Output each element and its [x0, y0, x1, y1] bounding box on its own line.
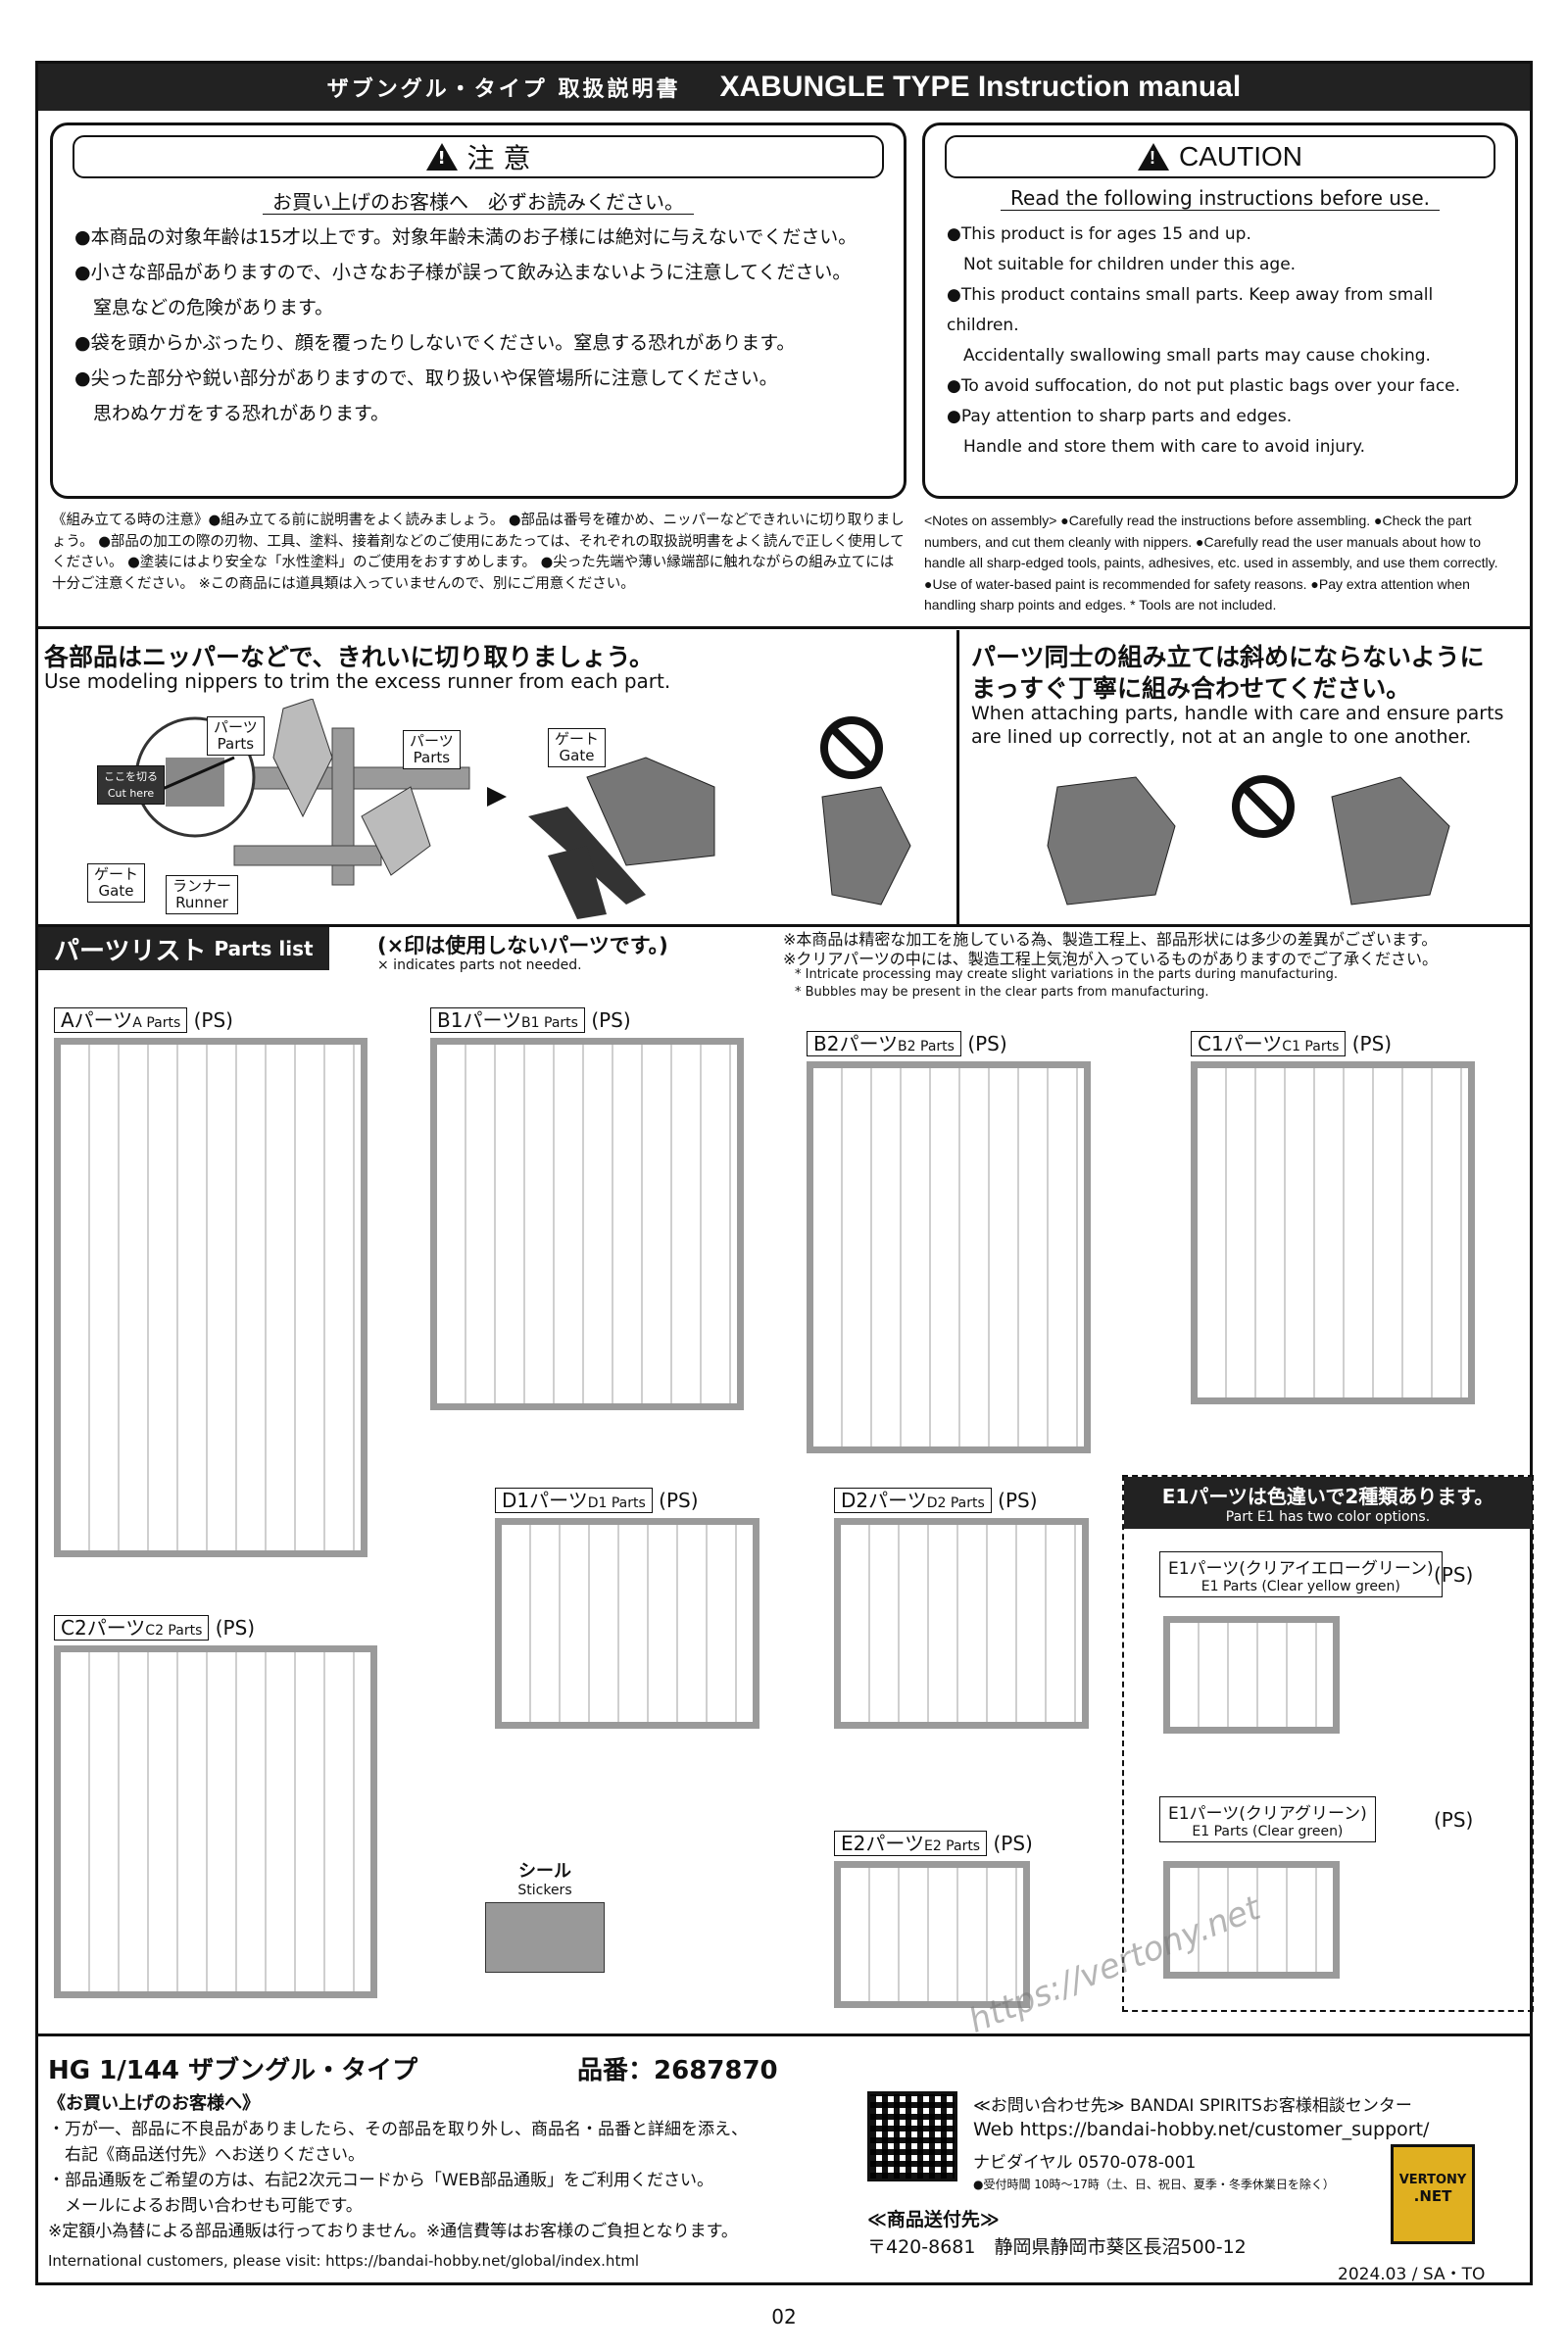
- caution-sub-en: Read the following instructions before u…: [1000, 186, 1441, 211]
- qr-code[interactable]: [867, 2091, 957, 2181]
- footer-notes: ・万が一、部品に不良品がありましたら、その部品を取り外し、商品名・品番と詳細を添…: [48, 2120, 748, 2241]
- angle-title-en-1: When attaching parts, handle with care a…: [971, 703, 1504, 724]
- e1-option-1-label: E1パーツ(クリアイエローグリーン) E1 Parts (Clear yello…: [1159, 1551, 1443, 1597]
- phone-number: ナビダイヤル 0570-078-001: [973, 2153, 1197, 2173]
- to-customers: 《お買い上げのお客様へ》: [48, 2093, 260, 2114]
- assembly-notes-en: <Notes on assembly> ●Carefully read the …: [924, 513, 1498, 612]
- angle-panel: パーツ同士の組み立ては斜めにならないように まっすぐ丁寧に組み合わせてください。…: [959, 630, 1530, 924]
- product-name: HG 1/144 ザブングル・タイプ: [48, 2056, 418, 2085]
- angle-illustration: [1047, 775, 1450, 906]
- runner-frame: [1191, 1061, 1475, 1404]
- caution-sub-jp: お買い上げのお客様へ 必ずお読みください。: [263, 190, 694, 215]
- parts-note-jp-1: ※本商品は精密な加工を施している為、製造工程上、部品形状には多少の差異がございま…: [783, 930, 1438, 949]
- manual-sheet: ザブングル・タイプ 取扱説明書 XABUNGLE TYPE Instructio…: [35, 61, 1534, 2288]
- product-code: 品番：2687870: [577, 2056, 778, 2085]
- ship-title: ≪商品送付先≫: [867, 2209, 1000, 2230]
- footer: HG 1/144 ザブングル・タイプ 品番：2687870 《お買い上げのお客様…: [38, 2034, 1530, 2288]
- stamp-logo: VERTONY .NET: [1391, 2144, 1475, 2244]
- nipper-illustration: [134, 699, 911, 919]
- runner-frame: [495, 1518, 760, 1729]
- nipper-panel: 各部品はニッパーなどで、きれいに切り取りましょう。 Use modeling n…: [38, 630, 959, 924]
- page-number: 02: [771, 2305, 797, 2328]
- caution-item: Handle and store them with care to avoid…: [947, 437, 1366, 457]
- e1-option-1-runner: [1163, 1616, 1340, 1734]
- parts-list-title: パーツリスト Parts list: [38, 927, 329, 970]
- contact-title: ≪お問い合わせ先≫ BANDAI SPIRITSお客様相談センター: [973, 2096, 1412, 2116]
- nipper-title-en: Use modeling nippers to trim the excess …: [44, 669, 671, 693]
- caution-item: ●小さな部品がありますので、小さなお子様が誤って飲み込まないように注意してくださ…: [74, 262, 852, 283]
- caution-list-jp: ●本商品の対象年齢は15才以上です。対象年齢未満のお子様には絶対に与えないでくだ…: [74, 220, 890, 431]
- title-jp: ザブングル・タイプ 取扱説明書: [326, 77, 681, 102]
- angle-title-jp-1: パーツ同士の組み立ては斜めにならないように: [971, 643, 1485, 671]
- title-en: XABUNGLE TYPE Instruction manual: [719, 71, 1242, 103]
- runner-frame: [54, 1038, 368, 1557]
- unused-note-en: × indicates parts not needed.: [377, 957, 582, 973]
- unused-note-jp: (×印は使用しないパーツです。): [377, 934, 668, 957]
- caution-item: 窒息などの危険があります。: [74, 297, 334, 318]
- caution-item: ●This product contains small parts. Keep…: [947, 285, 1434, 335]
- assembly-notes-jp: 《組み立てる時の注意》●組み立てる前に説明書をよく読みましょう。 ●部品は番号を…: [52, 513, 905, 592]
- caution-box-en: CAUTION Read the following instructions …: [922, 122, 1518, 499]
- title-bar: ザブングル・タイプ 取扱説明書 XABUNGLE TYPE Instructio…: [38, 64, 1530, 111]
- caution-item: Accidentally swallowing small parts may …: [947, 346, 1431, 366]
- caution-list-en: ●This product is for ages 15 and up. Not…: [947, 220, 1501, 463]
- e1-title: E1パーツは色違いで2種類あります。 Part E1 has two color…: [1124, 1477, 1532, 1529]
- sticker-sheet: [485, 1902, 605, 1973]
- runner-frame: [834, 1518, 1089, 1729]
- e1-options-box: E1パーツは色違いで2種類あります。 Part E1 has two color…: [1122, 1475, 1534, 2012]
- runner-frame: [54, 1645, 377, 1998]
- caution-item: ●To avoid suffocation, do not put plasti…: [947, 376, 1461, 396]
- caution-item: ●本商品の対象年齢は15才以上です。対象年齢未満のお子様には絶対に与えないでくだ…: [74, 226, 858, 248]
- caution-box-jp: 注 意 お買い上げのお客様へ 必ずお読みください。 ●本商品の対象年齢は15才以…: [50, 122, 906, 499]
- caution-item: Not suitable for children under this age…: [947, 255, 1297, 274]
- warning-icon: [1138, 143, 1169, 171]
- parts-note-jp-2: ※クリアパーツの中には、製造工程上気泡が入っているものがありますのでご了承くださ…: [783, 950, 1438, 968]
- angle-title-en-2: are lined up correctly, not at an angle …: [971, 726, 1472, 748]
- international-link[interactable]: International customers, please visit: h…: [48, 2252, 640, 2270]
- ship-address: 〒420-8681 静岡県静岡市葵区長沼500-12: [867, 2236, 1247, 2258]
- caution-item: ●袋を頭からかぶったり、顔を覆ったりしないでください。窒息する恐れがあります。: [74, 332, 796, 354]
- caution-item: ●尖った部分や鋭い部分がありますので、取り扱いや保管場所に注意してください。: [74, 368, 778, 389]
- runner-frame: [430, 1038, 744, 1410]
- caution-heading-en: CAUTION: [945, 135, 1495, 178]
- nipper-title-jp: 各部品はニッパーなどで、きれいに切り取りましょう。: [44, 643, 655, 671]
- runner-frame: [807, 1061, 1091, 1453]
- stickers: シール Stickers: [485, 1857, 605, 1973]
- parts-note-en-1: * Intricate processing may create slight…: [795, 967, 1339, 982]
- caution-heading-jp: 注 意: [73, 135, 884, 178]
- divider: [38, 626, 1530, 629]
- runner-frame: [834, 1861, 1030, 2008]
- divider: [38, 924, 1530, 927]
- warning-icon: [425, 143, 458, 171]
- e1-option-2-runner: [1163, 1861, 1340, 1979]
- caution-item: ●Pay attention to sharp parts and edges.: [947, 407, 1293, 426]
- parts-note-en-2: * Bubbles may be present in the clear pa…: [795, 985, 1209, 1000]
- angle-title-jp-2: まっすぐ丁寧に組み合わせてください。: [971, 674, 1411, 703]
- e1-option-2-label: E1パーツ(クリアグリーン) E1 Parts (Clear green): [1159, 1796, 1376, 1842]
- support-link[interactable]: Web https://bandai-hobby.net/customer_su…: [973, 2119, 1430, 2140]
- print-date: 2024.03 / SA・TO: [1338, 2265, 1486, 2284]
- caution-item: 思わぬケガをする恐れがあります。: [74, 403, 390, 424]
- caution-item: ●This product is for ages 15 and up.: [947, 224, 1251, 244]
- hours: ●受付時間 10時〜17時（土、日、祝日、夏季・冬季休業日を除く）: [973, 2178, 1335, 2191]
